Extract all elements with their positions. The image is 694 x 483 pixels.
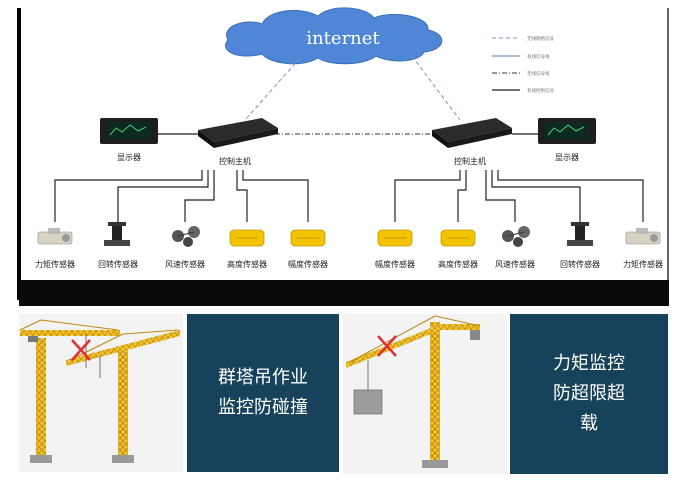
sensor-label: 幅度传感器 <box>375 259 415 269</box>
legend-item: 无线网络信号 <box>527 35 554 42</box>
anemometer-icon <box>172 226 200 247</box>
panel-line: 群塔吊作业 <box>218 367 308 388</box>
anemometer-icon <box>502 226 530 247</box>
group-cranes-anti-collision-image <box>19 314 183 472</box>
sensor-label: 力矩传感器 <box>623 259 663 269</box>
legend-item: 无线信号线 <box>527 70 550 77</box>
internet-cloud: internet <box>225 7 443 65</box>
height-sensor-icon <box>440 229 476 247</box>
right-host-label: 控制主机 <box>454 156 486 166</box>
sensor-label: 风速传感器 <box>495 259 535 269</box>
legend-item: 有线控制信号 <box>527 87 554 94</box>
amplitude-sensor-icon <box>377 229 413 247</box>
right-host-icon <box>432 118 512 148</box>
torque-sensor-icon <box>625 228 661 245</box>
sensor-label: 高度传感器 <box>227 259 267 269</box>
sensor-label: 幅度传感器 <box>288 259 328 269</box>
left-host-icon <box>198 118 278 148</box>
panel-line: 防超限超 <box>553 383 625 404</box>
slewing-sensor-icon <box>104 222 130 246</box>
anti-collision-panel: 群塔吊作业 监控防碰撞 <box>187 314 339 472</box>
left-display-icon <box>100 118 158 144</box>
sensor-label: 回转传感器 <box>560 259 600 269</box>
amplitude-sensor-icon <box>290 229 326 247</box>
right-display-icon <box>538 118 596 144</box>
torque-overload-panel: 力矩监控 防超限超 载 <box>510 314 668 474</box>
cross-icon <box>71 339 91 361</box>
cloud-label: internet <box>306 28 380 49</box>
height-sensor-icon <box>229 229 265 247</box>
right-display-label: 显示器 <box>555 153 579 162</box>
overload-crane-image <box>343 314 507 474</box>
legend-item: 有线信号线 <box>527 53 550 60</box>
panel-line: 监控防碰撞 <box>218 397 308 418</box>
torque-sensor-icon <box>37 228 73 245</box>
sensor-label: 风速传感器 <box>165 259 205 269</box>
sensor-label: 力矩传感器 <box>35 259 75 269</box>
sensor-label: 高度传感器 <box>438 259 478 269</box>
sensor-label: 回转传感器 <box>98 259 138 269</box>
left-host-label: 控制主机 <box>219 156 251 166</box>
panel-line: 力矩监控 <box>553 353 625 374</box>
legend: 无线网络信号 有线信号线 无线信号线 有线控制信号 <box>492 35 554 94</box>
panel-line: 载 <box>580 413 598 434</box>
slewing-sensor-icon <box>567 222 593 246</box>
left-display-label: 显示器 <box>117 153 141 162</box>
cross-icon <box>377 335 397 357</box>
